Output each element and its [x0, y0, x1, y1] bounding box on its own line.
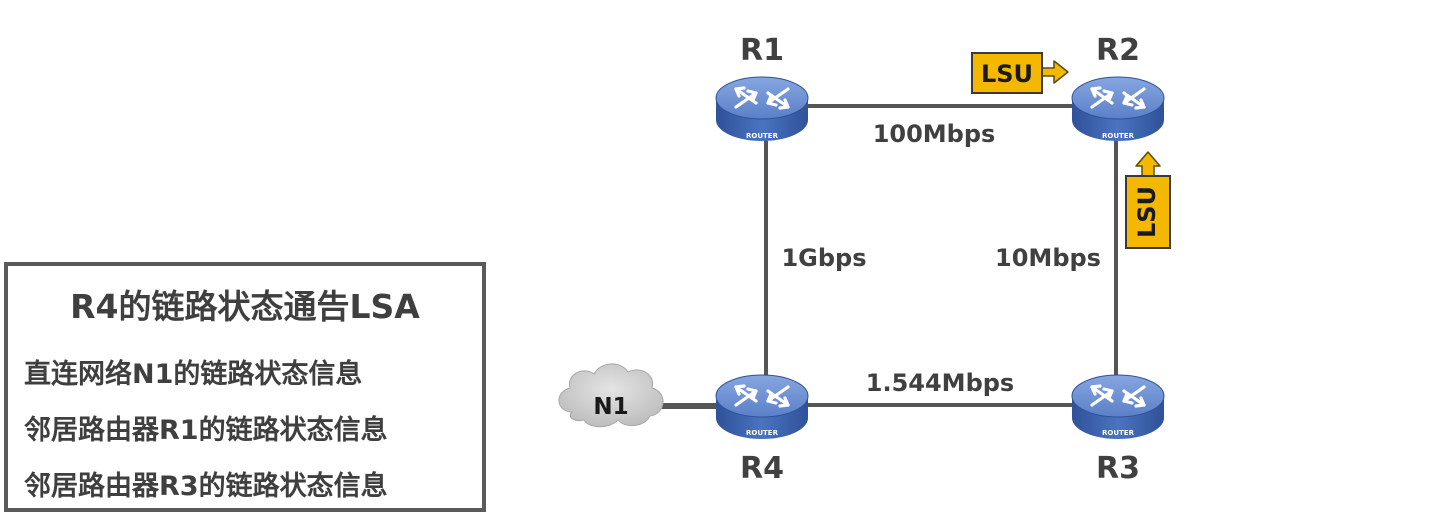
arrow-right-icon — [1041, 60, 1069, 84]
link-label-r4-r3: 1.544Mbps — [866, 369, 1014, 397]
router-tag: ROUTER — [1102, 132, 1135, 140]
router-name-r2: R2 — [1096, 33, 1140, 68]
link-label-r1-r4: 1Gbps — [781, 244, 866, 272]
lsa-item-n1: 直连网络N1的链路状态信息 — [24, 359, 363, 390]
router-tag: ROUTER — [1102, 429, 1135, 437]
lsa-title: R4的链路状态通告LSA — [70, 287, 420, 326]
router-name-r1: R1 — [740, 33, 784, 68]
link-label-r1-r2: 100Mbps — [873, 120, 996, 148]
links-layer — [640, 104, 1118, 409]
router-tag: ROUTER — [746, 132, 779, 140]
lsu-box — [971, 52, 1043, 94]
lsu-label: LSU — [1133, 186, 1161, 238]
link-label-r2-r3: 10Mbps — [995, 244, 1101, 272]
router-r1: ROUTER R1 — [714, 33, 810, 143]
router-tag: ROUTER — [746, 429, 779, 437]
lsu-packet-right: LSU — [971, 52, 1069, 94]
lsa-item-r1: 邻居路由器R1的链路状态信息 — [24, 415, 388, 446]
cloud-icon — [558, 363, 664, 428]
link-labels: 100Mbps 10Mbps 1Gbps 1.544Mbps — [781, 120, 1100, 397]
router-r3: ROUTER R3 — [1070, 373, 1166, 486]
network-label-n1: N1 — [593, 394, 628, 420]
router-name-r3: R3 — [1096, 451, 1140, 486]
lsu-box — [1125, 175, 1171, 249]
router-r2: ROUTER R2 — [1070, 33, 1166, 143]
lsa-item-r3: 邻居路由器R3的链路状态信息 — [24, 471, 388, 502]
router-r4: ROUTER R4 — [714, 373, 810, 486]
lsa-info-box: R4的链路状态通告LSA 直连网络N1的链路状态信息 邻居路由器R1的链路状态信… — [4, 262, 486, 512]
network-cloud-n1: N1 — [558, 363, 664, 428]
lsu-packet-up: LSU — [1125, 151, 1171, 249]
router-name-r4: R4 — [740, 451, 784, 486]
lsu-label: LSU — [981, 60, 1033, 88]
